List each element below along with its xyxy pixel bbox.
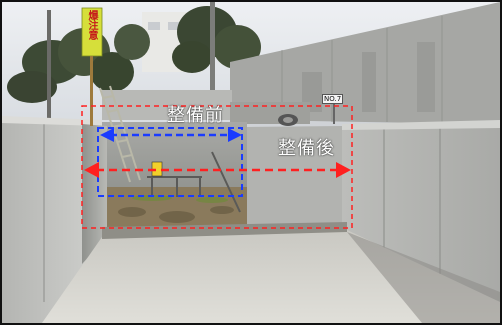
- before-arrow-icon: [100, 128, 242, 142]
- new-channel-wall-right: [342, 124, 500, 302]
- floor-joint: [102, 222, 347, 239]
- after-arrow-icon: [84, 162, 351, 178]
- before-area-box: [97, 127, 243, 197]
- scaffold: [147, 151, 241, 213]
- utility-pole: [210, 2, 215, 97]
- trees-left: [7, 24, 150, 103]
- marker-sign: NO.7: [322, 94, 344, 104]
- wall-joints-right: [383, 125, 441, 278]
- tire: [283, 117, 293, 123]
- canal-photo: [2, 2, 500, 323]
- building-window: [168, 22, 180, 30]
- after-area-box: [81, 105, 353, 229]
- banner-text: 爆注意: [86, 10, 97, 40]
- new-channel-wall-inner: [247, 126, 342, 234]
- after-label: 整備後: [278, 138, 335, 159]
- floor-stain: [347, 232, 500, 323]
- banner-pole: [90, 56, 93, 126]
- wall-top-edge: [2, 116, 102, 126]
- debris: [118, 206, 234, 223]
- back-wall: [102, 90, 232, 120]
- new-channel-wall-left: [2, 120, 102, 323]
- building-window: [148, 22, 160, 30]
- before-label: 整備前: [167, 105, 224, 126]
- marker-post: [333, 104, 335, 124]
- utility-pole: [47, 10, 51, 120]
- wall-top-edge: [342, 120, 500, 130]
- left-wall-inner: [82, 124, 107, 264]
- trees-middle: [172, 6, 261, 73]
- old-channel-wall: [102, 122, 247, 207]
